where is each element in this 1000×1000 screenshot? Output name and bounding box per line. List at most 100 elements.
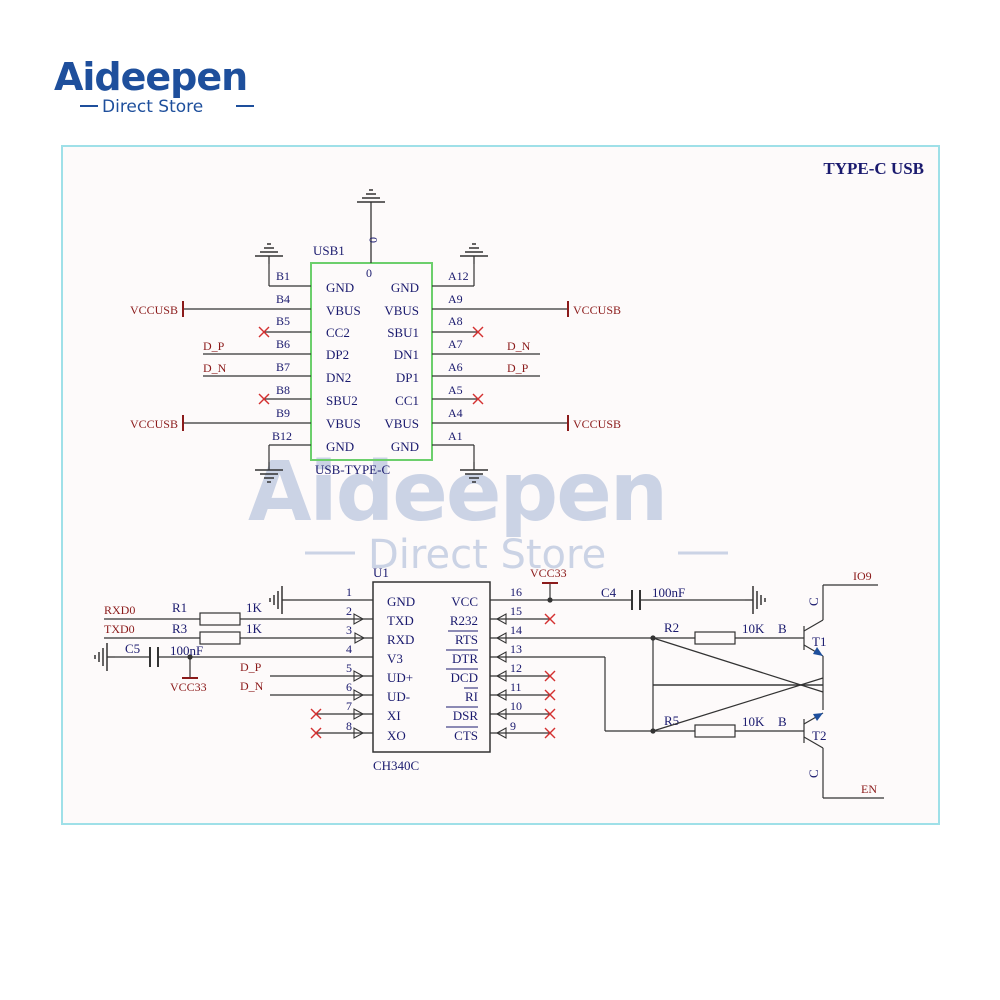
usb-lname-3: DP2 [326,347,349,362]
ch340-rnum-0: 16 [510,585,522,599]
ch340-rname-2: RTS [455,632,478,647]
ch340-lnum-2: 3 [346,623,352,637]
ch340c-body [372,581,491,753]
watermark-tagline: Direct Store [368,532,606,578]
usb-pin-leads [183,264,568,462]
ch340-lname-3: V3 [387,651,403,666]
ch340-rnum-3: 13 [510,642,522,656]
net-vcc33-c5: VCC33 [170,680,207,694]
c5-ref: C5 [125,641,140,656]
usb-lname-1: VBUS [326,303,361,318]
t1-collector-label: C [806,597,821,606]
ch340-lnum-5: 6 [346,680,352,694]
net-en: EN [861,782,877,796]
ch340-lname-4: UD+ [387,670,413,685]
net-dn-usb-right: D_N [507,339,531,353]
usb-rname-2: SBU1 [387,325,419,340]
usb-part: USB-TYPE-C [315,462,390,477]
usb-lname-7: GND [326,439,354,454]
ch340c-chip: U1 CH340C GND TXD RXD V3 UD+ UD- XI XO V… [190,565,695,773]
vcc33-junction-dot [547,597,553,603]
usb-rname-6: VBUS [384,416,419,431]
transistor-wires [652,584,884,799]
ch340-part: CH340C [373,758,419,773]
ch340-rnum-6: 10 [510,699,522,713]
net-vccusb-r1: VCCUSB [573,303,621,317]
net-dn-ch340: D_N [240,679,264,693]
ch340-lname-1: TXD [387,613,414,628]
ch340-rname-4: DCD [451,670,478,685]
c5-value: 100nF [170,643,203,658]
net-dp-usb-left: D_P [203,339,225,353]
r2-junction-dot [650,635,656,641]
r3-value: 1K [246,621,263,636]
usb-rnum-4: A6 [448,360,463,374]
schematic-title: TYPE-C USB [823,159,924,178]
usb-lname-4: DN2 [326,370,351,385]
r5-base-pin: B [778,714,787,729]
net-vccusb-l1: VCCUSB [130,303,178,317]
net-vccusb-l2: VCCUSB [130,417,178,431]
vcc33-c4-group: VCC33 C4 100nF [530,566,766,615]
ch340-lnum-4: 5 [346,661,352,675]
r3-body [199,631,241,645]
net-vccusb-r2: VCCUSB [573,417,621,431]
logo-tagline: Direct Store [102,97,203,117]
net-dp-ch340: D_P [240,660,262,674]
usb-rname-1: VBUS [384,303,419,318]
c4-ref: C4 [601,585,617,600]
usb-ref: USB1 [313,243,345,258]
ch340-lnum-1: 2 [346,604,352,618]
usb-rname-0: GND [391,280,419,295]
ch340-lname-2: RXD [387,632,414,647]
usb-rnum-6: A4 [448,406,463,420]
ch340-lnum-6: 7 [346,699,352,713]
ch340-lnum-3: 4 [346,642,352,656]
ch340-rnum-7: 9 [510,719,516,733]
usb-rnum-7: A1 [448,429,463,443]
net-txd0: TXD0 [104,622,135,636]
usb-rname-5: CC1 [395,393,419,408]
t2-collector-label: C [806,769,821,778]
c4-value: 100nF [652,585,685,600]
schematic-frame [61,145,940,825]
usb-rname-4: DP1 [396,370,419,385]
usb-lname-6: VBUS [326,416,361,431]
usb-rnum-3: A7 [448,337,463,351]
usb-type-c-connector: USB1 USB-TYPE-C 0 0 GND VBUS CC2 DP2 DN2… [130,189,621,483]
usb-lnum-7: B12 [272,429,292,443]
ch340-rnum-1: 15 [510,604,522,618]
r5-body [694,724,736,738]
ch340-rname-7: CTS [454,728,478,743]
usb-lnum-3: B6 [276,337,290,351]
usb-rname-3: DN1 [394,347,419,362]
ch340-lname-6: XI [387,708,401,723]
ch340-rnum-4: 12 [510,661,522,675]
ch340-rnum-2: 14 [510,623,522,637]
usb-lnum-2: B5 [276,314,290,328]
ch340-lname-7: XO [387,728,406,743]
ch340-rname-0: VCC [451,594,478,609]
usb-rname-7: GND [391,439,419,454]
t1-ref: T1 [812,634,826,649]
usb-rnum-0: A12 [448,269,469,283]
r1-value: 1K [246,600,263,615]
r5-value: 10K [742,714,765,729]
auto-reset-circuit: R2 10K B R5 10K B [650,569,884,799]
usb-lname-2: CC2 [326,325,350,340]
usb-lnum-4: B7 [276,360,290,374]
usb-lname-0: GND [326,280,354,295]
logo-brand-text: Aideepen [54,55,247,99]
r2-ref: R2 [664,620,679,635]
ch340-rname-1: R232 [450,613,478,628]
ch340-lnum-7: 8 [346,719,352,733]
net-dp-usb-right: D_P [507,361,529,375]
r5-junction-dot [650,728,656,734]
usb-rnum-1: A9 [448,292,463,306]
ch340-lnum-0: 1 [346,585,352,599]
r2-value: 10K [742,621,765,636]
usb-rnum-5: A5 [448,383,463,397]
left-passives: RXD0 TXD0 R1 1K R3 1K C5 100nF VCC33 D_P… [94,600,264,694]
usb-shell-pin: 0 [366,237,380,243]
ch340-rname-5: RI [465,689,478,704]
